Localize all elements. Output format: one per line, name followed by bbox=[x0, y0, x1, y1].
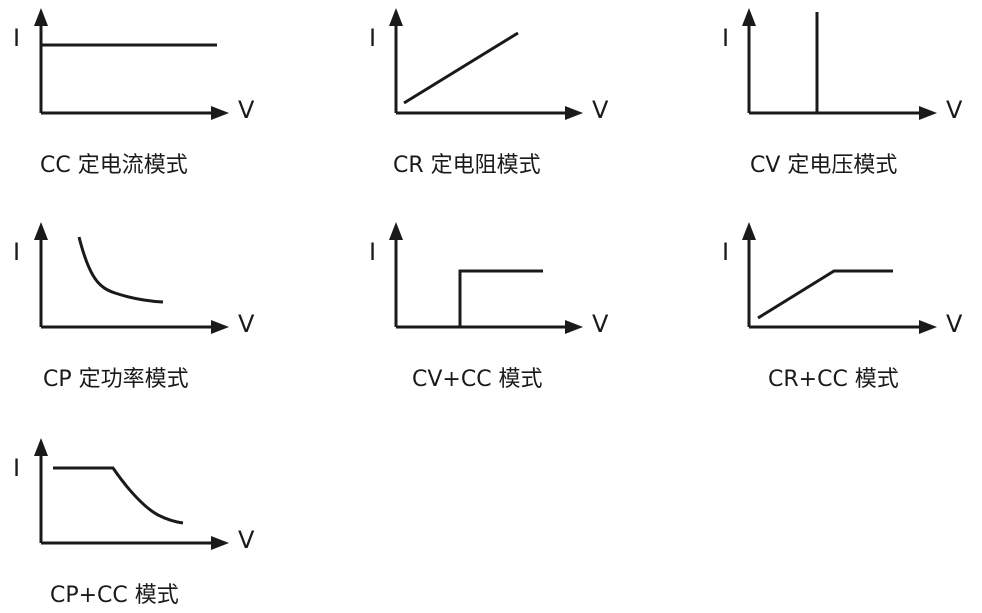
panel-caption: CC 定电流模式 bbox=[40, 153, 188, 178]
y-axis-arrow bbox=[34, 438, 48, 456]
x-axis-arrow bbox=[919, 106, 937, 120]
y-axis-arrow bbox=[742, 8, 756, 26]
y-axis-label: I bbox=[722, 238, 729, 266]
cp-characteristic-curve bbox=[77, 236, 164, 304]
panel-caption: CP+CC 模式 bbox=[50, 583, 179, 608]
x-axis-arrow bbox=[211, 106, 229, 120]
panel-cc: I V CC 定电流模式 bbox=[13, 8, 255, 178]
cr-cc-characteristic-curve bbox=[757, 269, 893, 320]
cr-characteristic-curve bbox=[403, 31, 519, 105]
y-axis-arrow bbox=[34, 222, 48, 240]
panel-cv: I V CV 定电压模式 bbox=[722, 8, 963, 178]
x-axis-arrow bbox=[211, 320, 229, 334]
y-axis-arrow bbox=[34, 8, 48, 26]
x-axis-arrow bbox=[211, 536, 229, 550]
x-axis-label: V bbox=[238, 310, 255, 338]
x-axis-label: V bbox=[238, 526, 255, 554]
x-axis-label: V bbox=[592, 96, 609, 124]
panel-caption: CP 定功率模式 bbox=[43, 367, 189, 392]
y-axis-label: I bbox=[13, 454, 20, 482]
panel-cr: I V CR 定电阻模式 bbox=[369, 8, 609, 178]
panel-cv-cc: I V CV+CC 模式 bbox=[369, 222, 609, 392]
y-axis-arrow bbox=[389, 222, 403, 240]
x-axis-label: V bbox=[592, 310, 609, 338]
panel-caption: CV+CC 模式 bbox=[412, 367, 543, 392]
x-axis-arrow bbox=[565, 320, 583, 334]
y-axis-label: I bbox=[369, 24, 376, 52]
panel-cp-cc: I V CP+CC 模式 bbox=[13, 438, 255, 608]
x-axis-label: V bbox=[946, 310, 963, 338]
panel-caption: CR+CC 模式 bbox=[768, 367, 899, 392]
y-axis-arrow bbox=[389, 8, 403, 26]
panel-caption: CV 定电压模式 bbox=[750, 153, 897, 178]
x-axis-arrow bbox=[565, 106, 583, 120]
y-axis-label: I bbox=[722, 24, 729, 52]
x-axis-arrow bbox=[919, 320, 937, 334]
x-axis-label: V bbox=[946, 96, 963, 124]
panel-cp: I V CP 定功率模式 bbox=[13, 222, 255, 392]
y-axis-label: I bbox=[13, 238, 20, 266]
x-axis-label: V bbox=[238, 96, 255, 124]
panel-cr-cc: I V CR+CC 模式 bbox=[722, 222, 963, 392]
cp-cc-characteristic-curve bbox=[53, 466, 184, 525]
y-axis-arrow bbox=[742, 222, 756, 240]
y-axis-label: I bbox=[13, 24, 20, 52]
panel-caption: CR 定电阻模式 bbox=[393, 153, 541, 178]
cv-cc-characteristic-curve bbox=[458, 269, 543, 327]
y-axis-label: I bbox=[369, 238, 376, 266]
